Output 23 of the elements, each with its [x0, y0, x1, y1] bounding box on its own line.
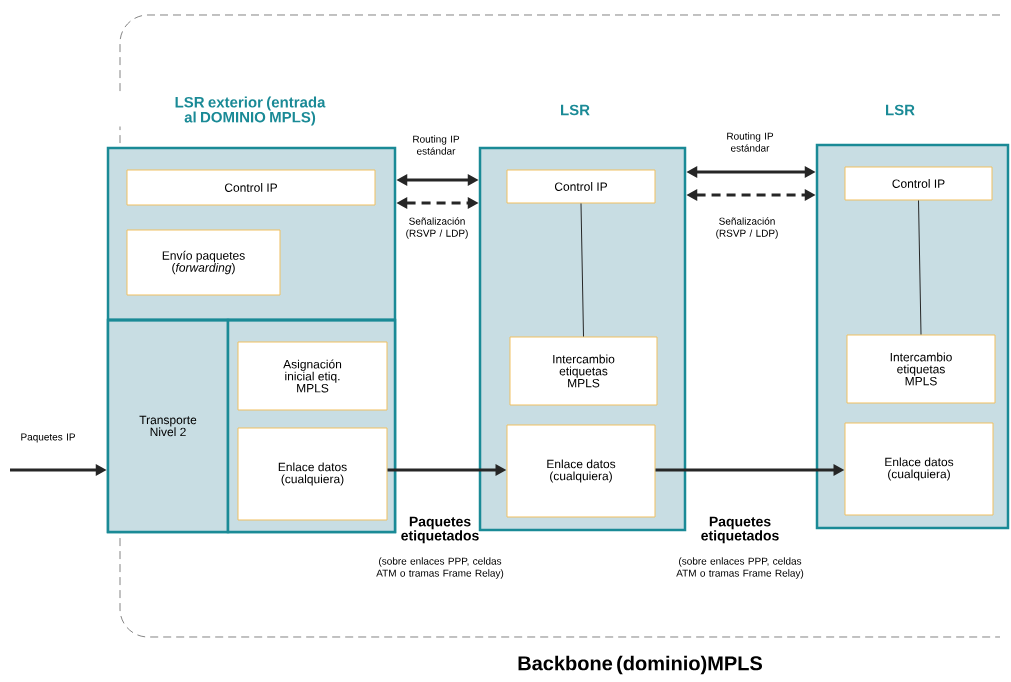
edge-label: Paquetes etiquetados — [701, 516, 779, 544]
function-box: Enlace datos (cualquiera) — [844, 422, 994, 516]
edge-label: Routing IP estándar — [727, 132, 774, 152]
note-text: (sobre enlaces PPP, celdas ATM o tramas Frame Relay) — [676, 557, 804, 579]
function-box: Intercambio etiquetas MPLS — [509, 336, 658, 406]
function-box: Enlace datos (cualquiera) — [237, 427, 388, 521]
function-box: Envío paquetes (forwarding) — [126, 229, 281, 296]
note-text: (sobre enlaces PPP, celdas ATM o tramas Frame Relay) — [376, 557, 504, 579]
function-box: Enlace datos (cualquiera) — [506, 424, 656, 518]
edge-label: Señalización (RSVP / LDP) — [406, 217, 468, 239]
function-box: Control IP — [506, 169, 656, 204]
node-label: LSR — [886, 104, 915, 116]
function-box: Control IP — [844, 166, 993, 201]
edge-label: Señalización (RSVP / LDP) — [716, 217, 778, 239]
edge-label: Routing IP estándar — [413, 135, 460, 155]
function-box: Control IP — [126, 169, 376, 206]
transport-panel: Transporte Nivel 2 — [106, 318, 230, 534]
edge-label: Paquetes etiquetados — [401, 516, 479, 544]
node-label: LSR exterior (entrada al DOMINIO MPLS) — [175, 96, 326, 126]
function-box: Intercambio etiquetas MPLS — [846, 334, 996, 404]
node-label: LSR — [561, 104, 590, 116]
edge-label: Paquetes IP — [21, 433, 75, 443]
function-box: Asignación inicial etiq. MPLS — [237, 341, 388, 411]
